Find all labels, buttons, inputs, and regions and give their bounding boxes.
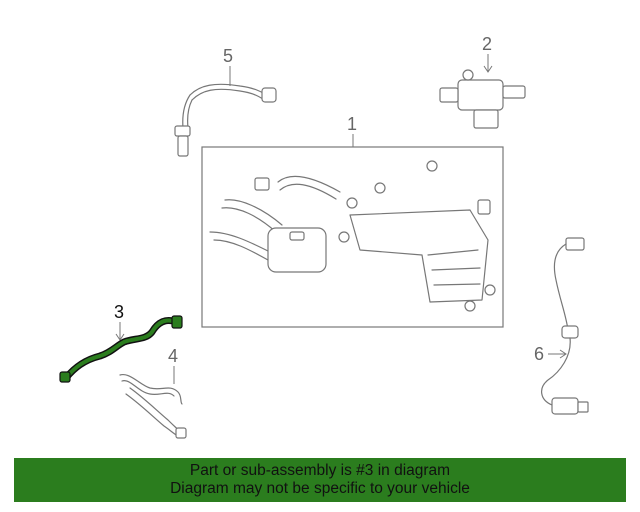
parts-diagram: 5 2 1	[59, 34, 589, 439]
part-5-hose[interactable]: 5	[174, 46, 277, 157]
part-3-hose-highlighted[interactable]: 3	[59, 302, 183, 383]
callout-2-label: 2	[482, 34, 492, 54]
info-banner: Part or sub-assembly is #3 in diagram Di…	[14, 458, 626, 502]
banner-line-2: Diagram may not be specific to your vehi…	[170, 480, 470, 497]
part-1-canister-assembly[interactable]: 1	[201, 114, 504, 328]
callout-6-label: 6	[534, 344, 544, 364]
assembly-frame	[201, 146, 504, 328]
part-2-valve[interactable]: 2	[439, 34, 526, 129]
callout-4-label: 4	[168, 346, 178, 366]
part-4-hose[interactable]: 4	[119, 346, 187, 439]
part-6-sensor[interactable]: 6	[534, 237, 589, 415]
callout-3-label: 3	[114, 302, 124, 322]
callout-1-label: 1	[347, 114, 357, 134]
callout-5-label: 5	[223, 46, 233, 66]
banner-line-1: Part or sub-assembly is #3 in diagram	[189, 462, 451, 479]
